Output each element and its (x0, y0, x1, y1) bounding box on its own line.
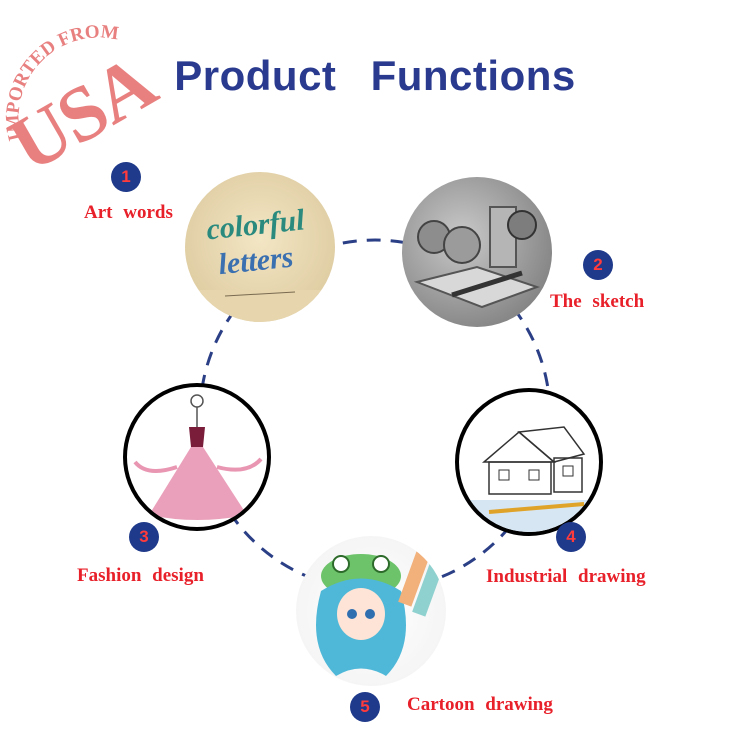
anime-girl-photo (296, 536, 446, 686)
label-art-words: Art words (84, 202, 173, 223)
badge-5: 5 (350, 692, 380, 722)
page-title: Product Functions (174, 52, 576, 99)
svg-text:colorful: colorful (205, 203, 307, 246)
house-drawing-photo (455, 388, 603, 536)
badge-4: 4 (556, 522, 586, 552)
label-the-sketch: The sketch (550, 291, 645, 312)
label-cartoon-drawing: Cartoon drawing (407, 694, 553, 715)
label-industrial-drawing: Industrial drawing (486, 566, 646, 587)
badge-3: 3 (129, 522, 159, 552)
svg-text:letters: letters (217, 241, 295, 282)
calligraphy-photo: colorful letters (185, 172, 335, 322)
badge-1: 1 (111, 162, 141, 192)
badge-2: 2 (583, 250, 613, 280)
label-fashion-design: Fashion design (77, 565, 204, 586)
fashion-dress-photo (123, 383, 271, 531)
still-life-sketch-photo (402, 177, 552, 327)
